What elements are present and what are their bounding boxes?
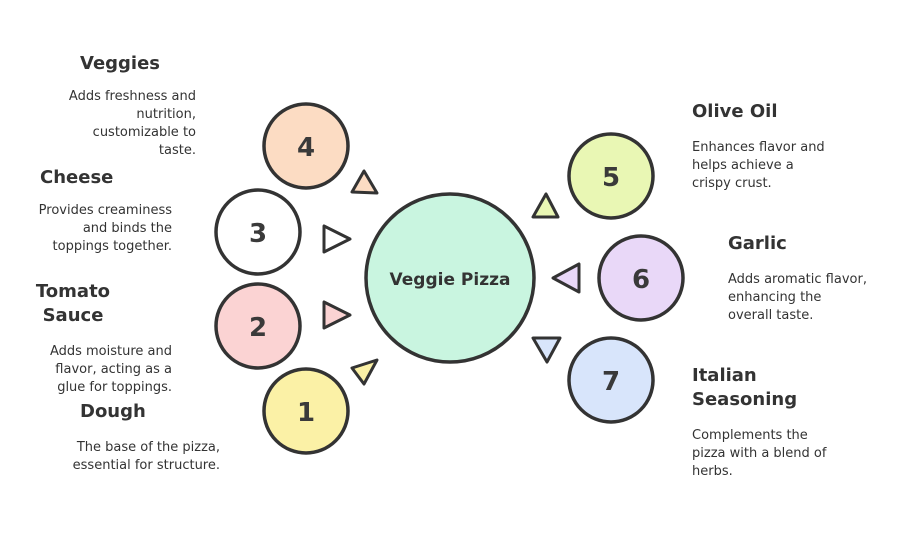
node-5-circle [567,132,655,220]
node-4: 4 [262,102,350,190]
node-7-number: 7 [602,367,620,397]
center-circle [364,192,536,364]
connector-arrows [322,169,581,386]
arrow-7-icon [531,336,562,364]
arrow-6-icon [551,262,581,294]
label-6-title: Garlic [728,233,787,254]
node-3: 3 [214,188,302,276]
node-2-circle [214,282,302,370]
label-1-title: Dough [80,401,146,422]
label-4-title: Veggies [80,53,161,74]
node-1: 1 [262,367,350,455]
node-6-number: 6 [632,265,650,295]
arrow-4-icon [350,169,379,195]
arrow-1-icon [350,358,379,386]
label-3-desc: Provides creaminess and binds the toppin… [38,203,172,254]
node-1-number: 1 [297,398,315,428]
label-2-title: Tomato Sauce [35,281,111,326]
label-7-title: Italian Seasoning [692,365,798,410]
node-5-number: 5 [602,163,620,193]
node-4-circle [262,102,350,190]
node-3-circle [214,188,302,276]
node-3-number: 3 [249,219,267,249]
node-7-circle [567,336,655,424]
label-5-title: Olive Oil [692,101,778,122]
node-2-number: 2 [249,313,267,343]
label-4-desc: Adds freshness and nutrition, customizab… [68,89,196,158]
node-6: 6 [597,234,685,322]
arrow-5-icon [531,192,560,219]
label-7-desc: Complements the pizza with a blend of he… [692,428,827,479]
node-5: 5 [567,132,655,220]
arrow-2-icon [322,300,352,330]
node-6-circle [597,234,685,322]
center-node: Veggie Pizza [364,192,536,364]
label-2-desc: Adds moisture and flavor, acting as a gl… [49,344,172,395]
label-1-desc: The base of the pizza, essential for str… [72,440,220,473]
center-title: Veggie Pizza [390,270,511,290]
label-5-desc: Enhances flavor and helps achieve a cris… [692,140,825,191]
node-7: 7 [567,336,655,424]
label-3-title: Cheese [40,167,114,188]
arrow-3-icon [322,224,352,254]
node-4-number: 4 [297,133,315,163]
node-2: 2 [214,282,302,370]
label-6-desc: Adds aromatic flavor, enhancing the over… [728,272,867,323]
node-1-circle [262,367,350,455]
